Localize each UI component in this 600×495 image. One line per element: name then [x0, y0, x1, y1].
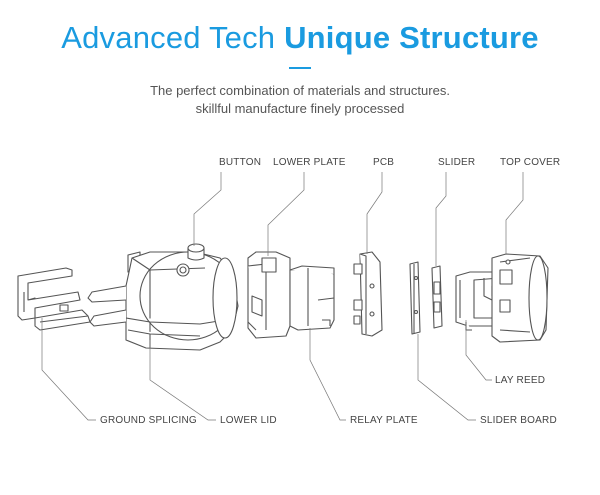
title-accent-bar [289, 67, 311, 69]
label-slider-board: SLIDER BOARD [480, 415, 557, 426]
label-lower-plate: LOWER PLATE [273, 157, 346, 168]
leader-lines [41, 172, 524, 421]
label-pcb: PCB [373, 157, 395, 168]
label-relay-plate: RELAY PLATE [350, 415, 418, 426]
label-lower-lid: LOWER LID [220, 415, 277, 426]
subtitle-line-1: The perfect combination of materials and… [150, 83, 450, 98]
ground-splicing-part [17, 267, 91, 331]
label-slider: SLIDER [438, 157, 476, 168]
pcb-part [353, 251, 383, 337]
label-ground-splicing: GROUND SPLICING [100, 415, 197, 426]
slider-board-part [409, 261, 421, 335]
lower-plate-part [247, 251, 291, 339]
label-lay-reed: LAY REED [495, 375, 546, 386]
subtitle-line-2: skillful manufacture finely processed [195, 101, 405, 116]
label-top-cover: TOP COVER [500, 157, 561, 168]
top-cover-part [491, 253, 549, 343]
title-light: Advanced Tech [61, 20, 276, 55]
button-part [187, 243, 205, 261]
label-button: BUTTON [219, 157, 262, 168]
relay-plate-part [289, 265, 335, 331]
page-title: Advanced Tech Unique Structure [0, 20, 600, 56]
slider-part [431, 265, 443, 329]
title-bold: Unique Structure [284, 20, 539, 55]
lower-lid-part [87, 251, 239, 351]
